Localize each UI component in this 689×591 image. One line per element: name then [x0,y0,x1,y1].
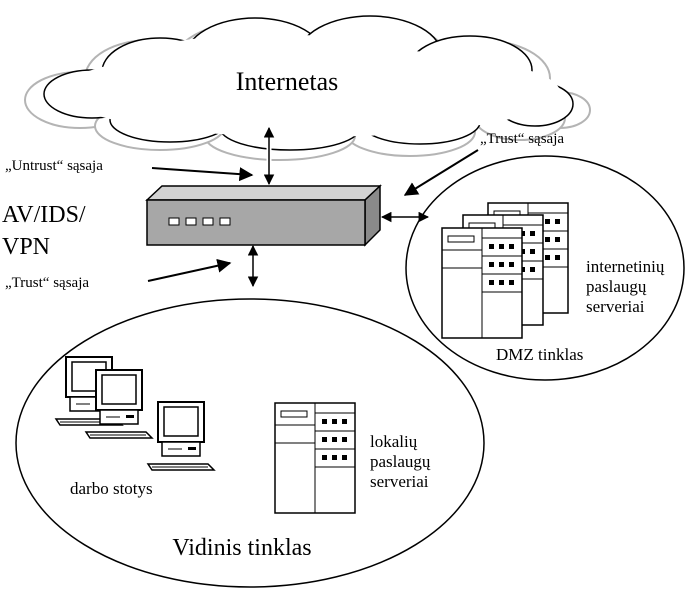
trust-interface-internal-label: „Trust“ sąsaja [5,275,89,291]
firewall-label-line1: AV/IDS/ [2,202,86,228]
trust-internal-pointer-arrow [147,258,232,282]
workstations-label: darbo stotys [70,479,153,498]
dmz-servers-label-line3: serveriai [586,297,645,316]
firewall-device [145,184,382,247]
local-server [274,402,356,514]
untrust-pointer-arrow [151,167,254,182]
untrust-interface-label: „Untrust“ sąsaja [5,158,103,174]
internet-label: Internetas [236,67,339,96]
local-servers-label-line2: paslaugų [370,452,431,471]
internal-network-label: Vidinis tinklas [172,535,311,561]
local-servers-label-line3: serveriai [370,472,429,491]
workstations-group [55,356,215,471]
dmz-network-boundary [405,155,685,381]
dmz-servers-label-line1: internetinių [586,257,665,276]
workstation-icon [85,369,153,439]
trust-dmz-pointer-arrow [403,149,479,196]
dmz-servers-label-line2: paslaugų [586,277,647,296]
internet-cloud [24,15,591,161]
dmz-server-stack [441,202,569,339]
trust-interface-dmz-label: „Trust“ sąsaja [480,131,564,147]
local-servers-label-line1: lokalių [370,432,418,451]
workstation-icon [147,401,215,471]
firewall-label-line2: VPN [2,234,50,260]
internal-network-boundary [15,298,485,588]
dmz-network-label: DMZ tinklas [496,345,583,364]
